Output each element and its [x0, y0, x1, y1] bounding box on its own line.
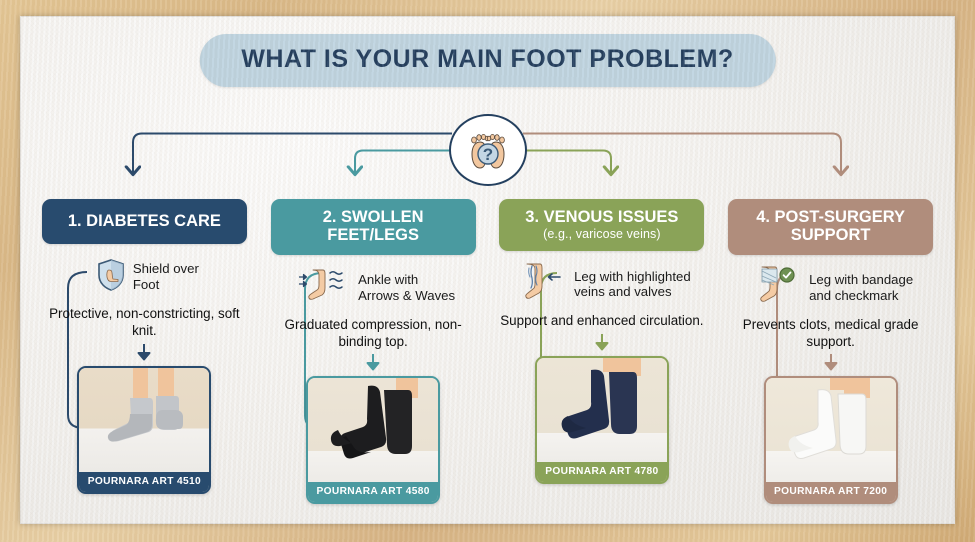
- product-photo-2: [308, 378, 439, 483]
- category-columns: 1. DIABETES CARE Shield over Foot Protec…: [20, 199, 955, 505]
- down-arrow-3: [593, 333, 611, 353]
- column-header-4[interactable]: 4. POST-SURGERY SUPPORT: [728, 199, 934, 255]
- column-swollen-feet: 2. SWOLLEN FEET/LEGS Ankle with: [259, 199, 488, 505]
- column-header-3-title: 3. VENOUS ISSUES: [525, 208, 679, 226]
- infographic-poster: WHAT IS YOUR MAIN FOOT PROBLEM?: [20, 16, 955, 524]
- product-card-4[interactable]: POURNARA ART 7200: [763, 376, 898, 505]
- description-2: Graduated compression, non-binding top.: [284, 316, 462, 349]
- product-caption-4: POURNARA ART 7200: [765, 482, 896, 503]
- column-header-2-title-line2: FEET/LEGS: [327, 226, 419, 245]
- icon-caption-3: Leg with highlighted veins and valves: [574, 268, 691, 300]
- product-photo-4: [765, 378, 896, 483]
- product-photo-1: [79, 367, 210, 472]
- product-caption-2: POURNARA ART 4580: [308, 482, 439, 503]
- icon-caption-4: Leg with bandage and checkmark: [809, 272, 914, 303]
- product-card-3[interactable]: POURNARA ART 4780: [534, 356, 669, 485]
- product-photo-3: [536, 358, 667, 463]
- column-diabetes-care: 1. DIABETES CARE Shield over Foot Protec…: [30, 199, 259, 504]
- feet-question-icon: ?: [448, 114, 527, 186]
- column-header-3-subtitle: (e.g., varicose veins): [543, 227, 661, 242]
- product-caption-1: POURNARA ART 4510: [79, 471, 210, 492]
- down-arrow-2: [364, 353, 382, 373]
- description-4: Prevents clots, medical grade support.: [742, 316, 919, 349]
- column-header-4-title-line2: SUPPORT: [790, 226, 871, 245]
- column-header-3[interactable]: 3. VENOUS ISSUES (e.g., varicose veins): [499, 199, 705, 252]
- column-header-1[interactable]: 1. DIABETES CARE: [41, 199, 247, 244]
- icon-caption-2: Ankle with Arrows & Waves: [358, 272, 456, 303]
- column-header-1-title: 1. DIABETES CARE: [67, 211, 221, 230]
- ankle-arrows-waves-icon: [297, 268, 351, 307]
- icon-row-1: Shield over Foot: [90, 257, 199, 297]
- column-venous-issues: 3. VENOUS ISSUES (e.g., varicose veins) …: [488, 199, 717, 504]
- page-title: WHAT IS YOUR MAIN FOOT PROBLEM?: [199, 34, 776, 87]
- product-card-2[interactable]: POURNARA ART 4580: [306, 376, 441, 505]
- svg-text:?: ?: [482, 145, 492, 164]
- down-arrow-4: [822, 353, 840, 373]
- column-header-4-title-line1: 4. POST-SURGERY: [756, 208, 906, 226]
- shield-over-foot-icon: [96, 258, 126, 297]
- product-caption-3: POURNARA ART 4780: [536, 462, 667, 483]
- icon-row-4: Leg with bandage and checkmark: [748, 266, 914, 309]
- down-arrow-1: [135, 343, 153, 363]
- leg-veins-valves-icon: [519, 263, 567, 306]
- column-header-2[interactable]: 2. SWOLLEN FEET/LEGS: [270, 199, 476, 255]
- column-header-2-title-line1: 2. SWOLLEN: [322, 208, 424, 226]
- product-card-1[interactable]: POURNARA ART 4510: [77, 365, 212, 494]
- icon-row-3: Leg with highlighted veins and valves: [513, 263, 691, 306]
- description-1: Protective, non-constricting, soft knit.: [49, 306, 240, 338]
- icon-caption-1: Shield over Foot: [132, 261, 199, 292]
- description-3: Support and enhanced circulation.: [500, 313, 704, 329]
- icon-row-2: Ankle with Arrows & Waves: [291, 268, 455, 308]
- column-post-surgery: 4. POST-SURGERY SUPPORT Leg with bandage…: [716, 199, 945, 505]
- leg-bandage-checkmark-icon: [754, 266, 802, 309]
